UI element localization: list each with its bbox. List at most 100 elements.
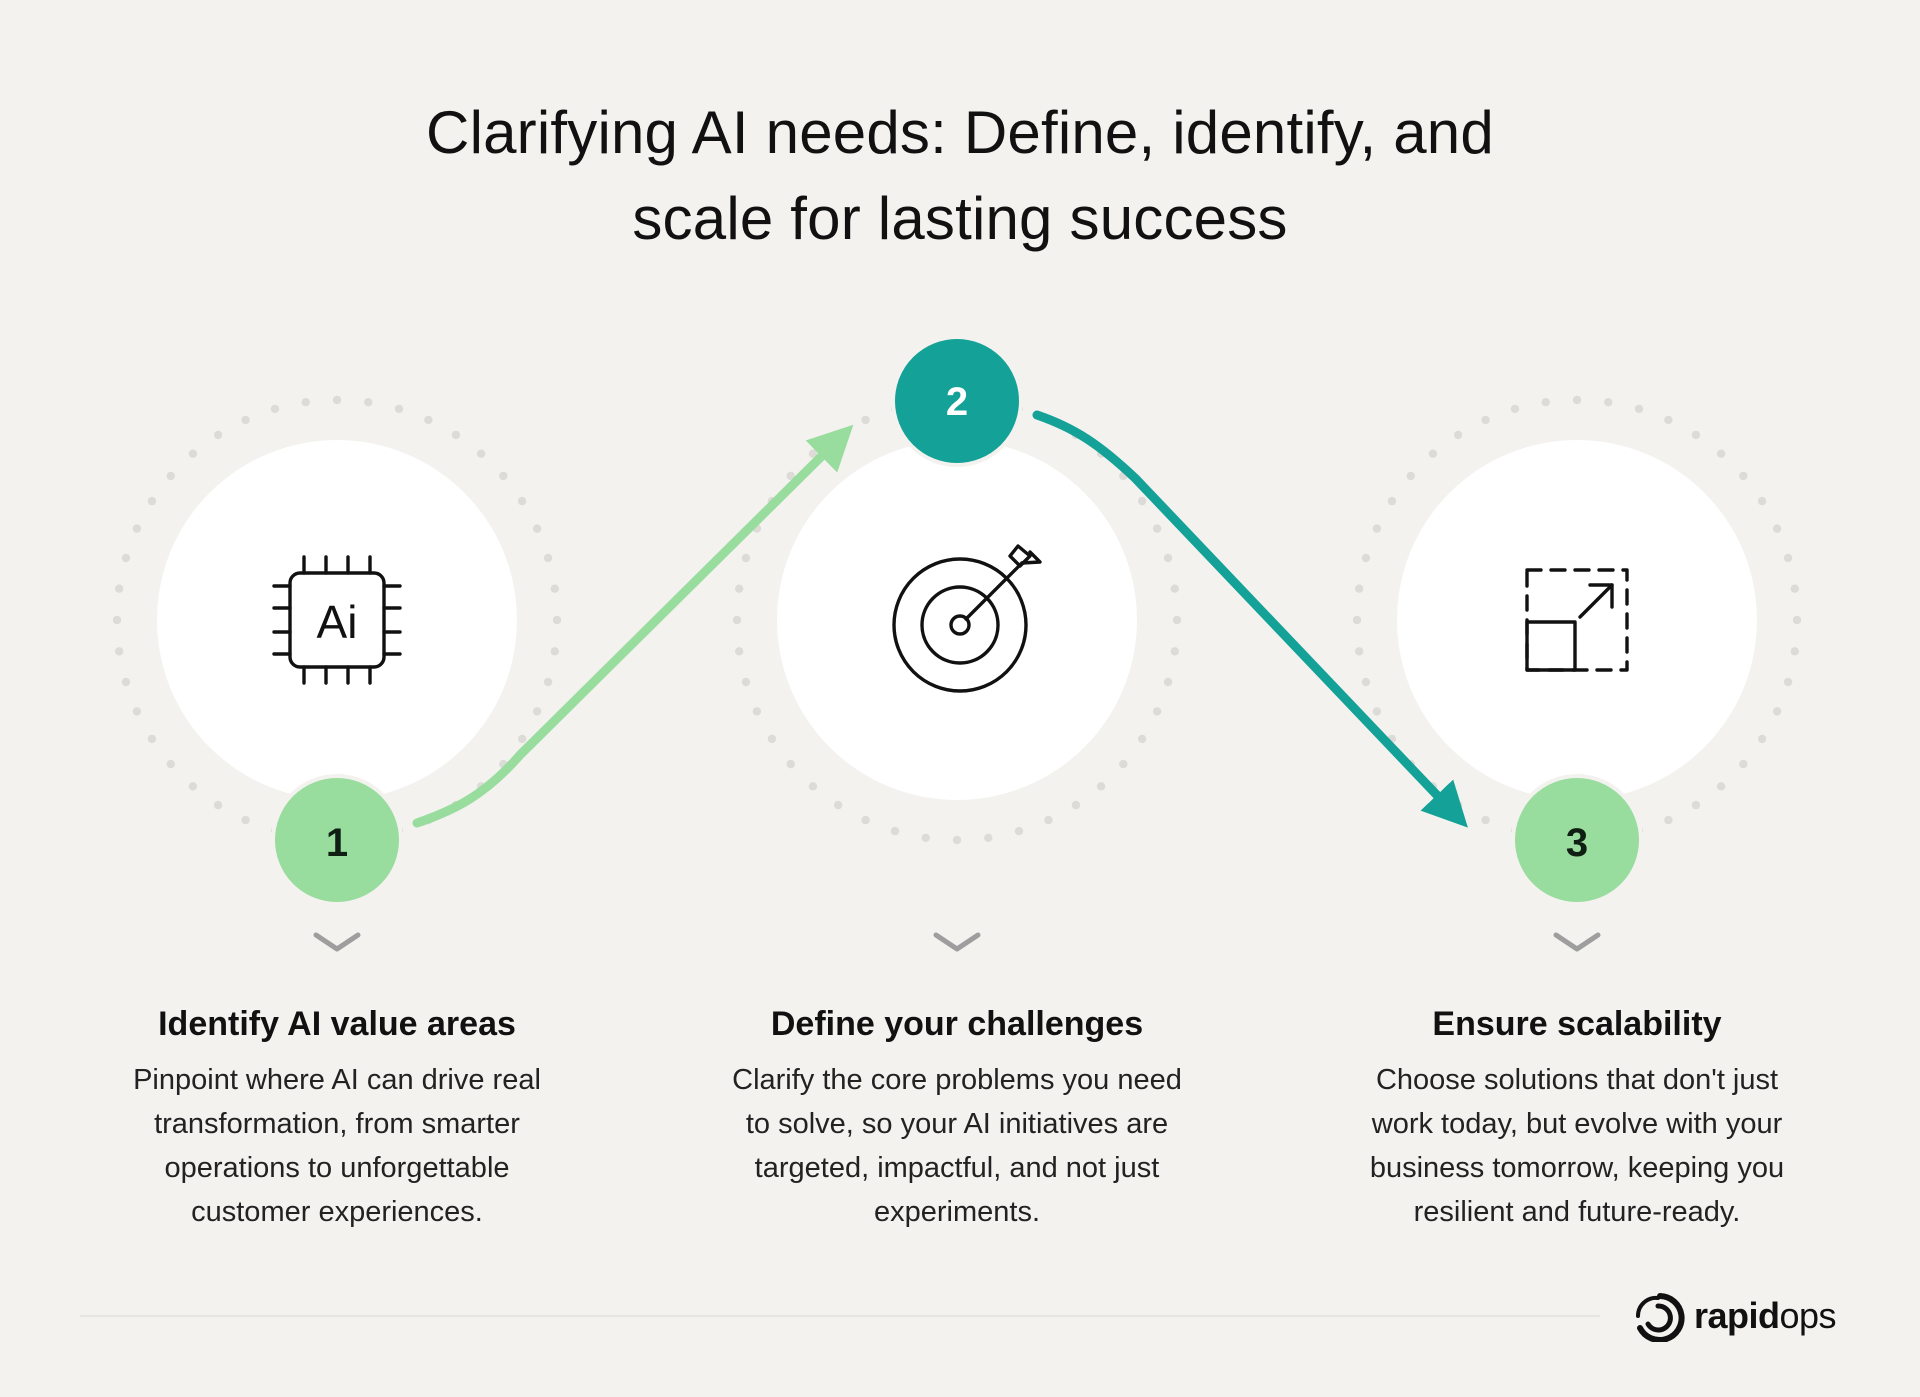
ring-dot (1453, 430, 1463, 440)
step-3-circle (1397, 440, 1757, 800)
ring-dot (1757, 496, 1767, 506)
step-3-line: resilient and future-ready. (1413, 1196, 1741, 1228)
ring-dot (861, 815, 870, 825)
ring-dot (1014, 826, 1024, 836)
ring-dot (1691, 430, 1701, 440)
ring-dot (786, 759, 795, 769)
ring-dot (890, 826, 900, 836)
ring-dot (166, 759, 175, 769)
ring-dot (451, 430, 461, 440)
step-3-line: Choose solutions that don't just (1375, 1064, 1779, 1096)
ring-dot (115, 584, 124, 593)
ring-dot (1783, 553, 1793, 563)
step-2-line: experiments. (873, 1196, 1040, 1228)
ring-dot (1772, 524, 1782, 533)
page-title: Clarifying AI needs: Define, identify, a… (260, 90, 1660, 262)
step-3-line: business tomorrow, keeping you (1369, 1152, 1785, 1184)
ring-dot (1739, 759, 1748, 769)
ring-dot (332, 395, 342, 405)
arrow-2-to-3 (1032, 410, 1468, 828)
step-2-line: Clarify the core problems you need (732, 1064, 1182, 1096)
ring-dot (1481, 415, 1490, 425)
ring-dot (1406, 471, 1415, 481)
ring-dot (1716, 782, 1726, 791)
ring-dot (1137, 496, 1147, 506)
ring-dot (112, 615, 122, 625)
ring-dot (1792, 615, 1802, 625)
ring-dot (1361, 553, 1371, 563)
title-line-1: Clarifying AI needs: Define, identify, a… (426, 99, 1494, 166)
ring-dot (741, 677, 751, 687)
ring-dot (1170, 647, 1180, 656)
ring-dot (735, 584, 744, 593)
step-3-description: Choose solutions that don't just work to… (1327, 1058, 1827, 1234)
ring-dot (476, 449, 486, 458)
ring-dot (1372, 707, 1382, 716)
ring-dot (147, 496, 157, 506)
target-arrow-icon (892, 544, 1042, 693)
ring-dot (1783, 677, 1793, 687)
ring-dot (550, 584, 559, 593)
ring-dot (735, 647, 744, 656)
logo-bold: rapid (1694, 1295, 1780, 1336)
chevron-down-icon (313, 932, 361, 952)
ring-dot (1691, 800, 1701, 810)
ring-dot (1790, 584, 1800, 593)
ring-dot (213, 430, 223, 440)
ring-dot (1163, 553, 1173, 563)
ring-dot (241, 415, 250, 425)
step-1-description: Pinpoint where AI can drive real transfo… (87, 1058, 587, 1234)
ring-dot (188, 782, 198, 791)
step-1-line: Pinpoint where AI can drive real (133, 1064, 541, 1096)
ring-dot (517, 496, 527, 506)
step-1-line: transformation, from smarter (154, 1108, 520, 1140)
logo-light: ops (1779, 1295, 1837, 1336)
step-3-heading: Ensure scalability (1432, 1005, 1722, 1043)
footer-divider (80, 1315, 1600, 1317)
ring-dot (166, 471, 175, 481)
step-2-number: 2 (946, 380, 968, 424)
ai-chip-label: Ai (317, 596, 358, 648)
ring-dot (1739, 471, 1748, 481)
ring-dot (752, 707, 762, 716)
step-2-heading: Define your challenges (770, 1005, 1144, 1043)
ring-dot (1664, 415, 1673, 425)
ring-dot (767, 734, 777, 744)
ring-dot (1604, 398, 1613, 407)
ring-dot (1387, 496, 1397, 506)
ring-dot (1137, 734, 1147, 744)
ring-dot (1716, 449, 1726, 458)
ring-dot (213, 800, 223, 810)
step-1-number: 1 (326, 821, 348, 865)
ring-dot (921, 833, 930, 842)
ring-dot (499, 471, 508, 481)
ring-dot (1634, 404, 1644, 414)
ring-dot (1355, 647, 1364, 656)
step-2-text: Define your challenges Clarify the core … (707, 1000, 1207, 1234)
ring-dot (532, 524, 542, 533)
step-2-line: to solve, so your AI initiatives are (745, 1108, 1169, 1140)
step-3-number: 3 (1566, 821, 1588, 865)
step-1-text: Identify AI value areas Pinpoint where A… (87, 1000, 587, 1234)
ring-dot (1372, 524, 1382, 533)
step-2-circle (777, 440, 1137, 800)
step-1-heading: Identify AI value areas (158, 1005, 516, 1043)
scale-expand-icon (1525, 568, 1629, 672)
arrow-1-to-2 (412, 424, 854, 828)
ring-dot (552, 615, 562, 625)
ring-dot (132, 707, 142, 716)
chevron-down-icon (1553, 932, 1601, 952)
ring-dot (952, 835, 962, 845)
ring-dot (1481, 815, 1490, 825)
ring-dot (1352, 615, 1362, 625)
ring-dot (1572, 395, 1582, 405)
ring-dot (1428, 449, 1438, 458)
ring-dot (1119, 759, 1128, 769)
step-3-text: Ensure scalability Choose solutions that… (1327, 1000, 1827, 1234)
step-2-line: targeted, impactful, and not just (754, 1152, 1160, 1184)
ring-dot (543, 553, 553, 563)
ring-dot (1096, 782, 1106, 791)
ring-dot (301, 398, 310, 407)
ring-dot (984, 833, 993, 842)
chevron-down-icon (933, 932, 981, 952)
